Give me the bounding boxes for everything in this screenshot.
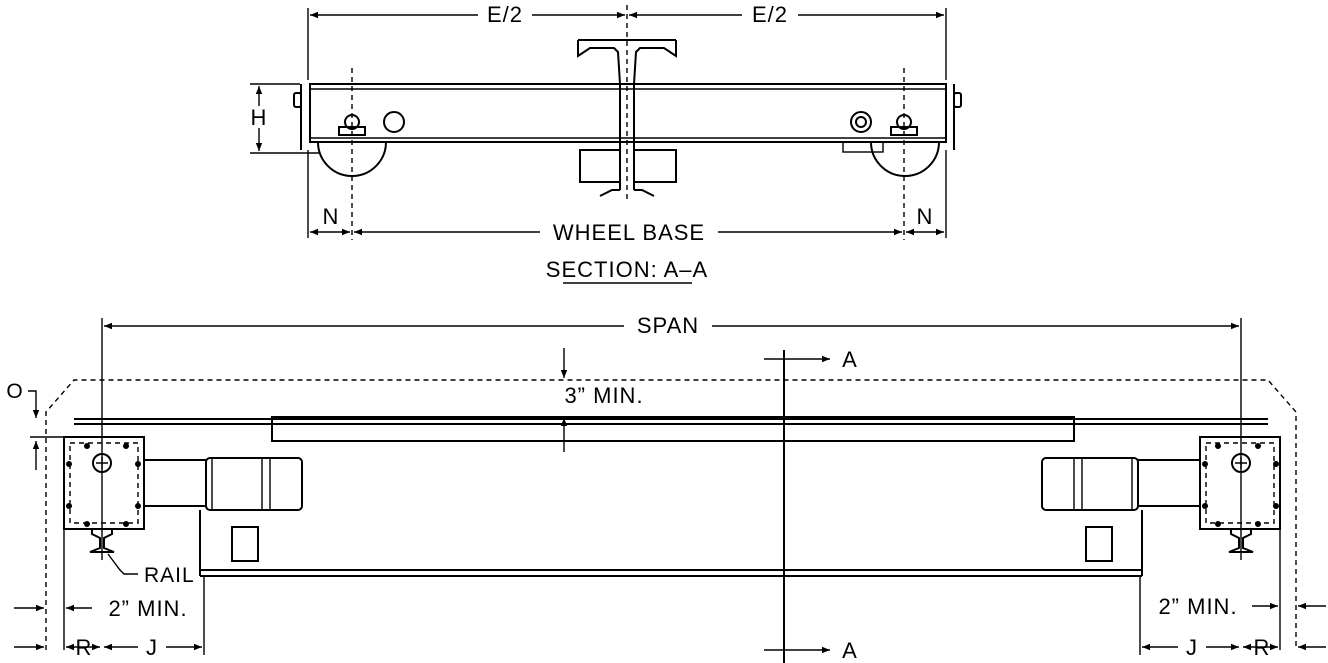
- drive-block-right: [633, 149, 677, 183]
- bolt: [1273, 461, 1279, 467]
- motor-shaft-left: [143, 459, 207, 507]
- dim-j-left: J: [146, 635, 158, 660]
- dim-e-half-left-label: E/2: [487, 2, 523, 27]
- wheel-axle-right: [1231, 453, 1251, 473]
- motor-left: [205, 457, 303, 511]
- wheel-right: [870, 141, 940, 177]
- dim-n-right-label: N: [917, 204, 934, 229]
- end-truck-left: [63, 436, 145, 530]
- section-view: E/2 E/2: [250, 2, 962, 284]
- bolt: [1202, 461, 1208, 467]
- plan-view: SPAN A A 3” MIN.: [6, 313, 1326, 663]
- section-marker-bottom: A: [842, 638, 858, 663]
- drive-box-right: [1085, 526, 1113, 562]
- bolt: [123, 443, 129, 449]
- bolt: [1202, 503, 1208, 509]
- clearance-envelope: [45, 379, 1297, 650]
- dim-side-clear-right: 2” MIN.: [1158, 594, 1237, 619]
- section-caption: SECTION: A–A: [546, 257, 708, 282]
- gear-housing: [842, 141, 884, 153]
- rail-leader: [107, 553, 138, 575]
- rail-left: [89, 528, 115, 553]
- bolt: [135, 503, 141, 509]
- access-hole-right: [850, 111, 872, 133]
- bolt: [66, 461, 72, 467]
- axle-hole-left: [344, 114, 360, 130]
- o-dim-arrow: [28, 390, 40, 418]
- axle-plate-left: [338, 126, 366, 136]
- motor-right: [1041, 457, 1139, 511]
- section-marker-top: A: [842, 347, 858, 372]
- axle-hole-right: [896, 114, 912, 130]
- dim-r-right: R: [1254, 635, 1271, 660]
- drive-box-left: [231, 526, 259, 562]
- bolt: [84, 443, 90, 449]
- bolt: [84, 521, 90, 527]
- end-truck-beam: [309, 83, 947, 143]
- dim-clearance-top-label: 3” MIN.: [564, 383, 643, 408]
- bolt: [1215, 443, 1221, 449]
- end-truck-left-inner: [69, 442, 139, 524]
- label-rail: RAIL: [144, 564, 195, 587]
- dim-e-half-right-label: E/2: [752, 2, 788, 27]
- motor-shaft-right: [1137, 459, 1201, 507]
- wheel-axle-left: [92, 453, 112, 473]
- dim-n-left-label: N: [323, 204, 340, 229]
- bumper-left: [293, 92, 302, 108]
- end-truck-right: [1199, 436, 1281, 530]
- bolt: [123, 521, 129, 527]
- bumper-right: [953, 92, 962, 108]
- rail-right: [1228, 528, 1254, 553]
- axle-plate-right: [890, 126, 918, 136]
- dim-side-clear-left: 2” MIN.: [108, 596, 187, 621]
- girder-top-flange: [577, 39, 677, 85]
- drive-block-left: [579, 149, 621, 183]
- dim-span-label: SPAN: [637, 313, 699, 338]
- girder-bottom-flange: [599, 189, 655, 197]
- dim-j-right: J: [1186, 635, 1198, 660]
- end-truck-right-inner: [1205, 442, 1275, 524]
- bolt: [66, 503, 72, 509]
- bolt: [1255, 521, 1261, 527]
- wheel-axle-left-cross: [96, 457, 108, 469]
- girder-tube: [271, 416, 1075, 442]
- dim-wheel-base-label: WHEEL BASE: [553, 220, 705, 245]
- bolt: [1273, 503, 1279, 509]
- access-hole-right-inner: [855, 116, 867, 128]
- bolt: [135, 461, 141, 467]
- bolt: [1215, 521, 1221, 527]
- dim-h-label: H: [251, 105, 268, 130]
- dim-r-left: R: [76, 635, 93, 660]
- access-hole-left: [383, 111, 405, 133]
- wheel-axle-right-cross: [1235, 457, 1247, 469]
- bolt: [1255, 443, 1261, 449]
- dim-o-label: O: [6, 380, 23, 403]
